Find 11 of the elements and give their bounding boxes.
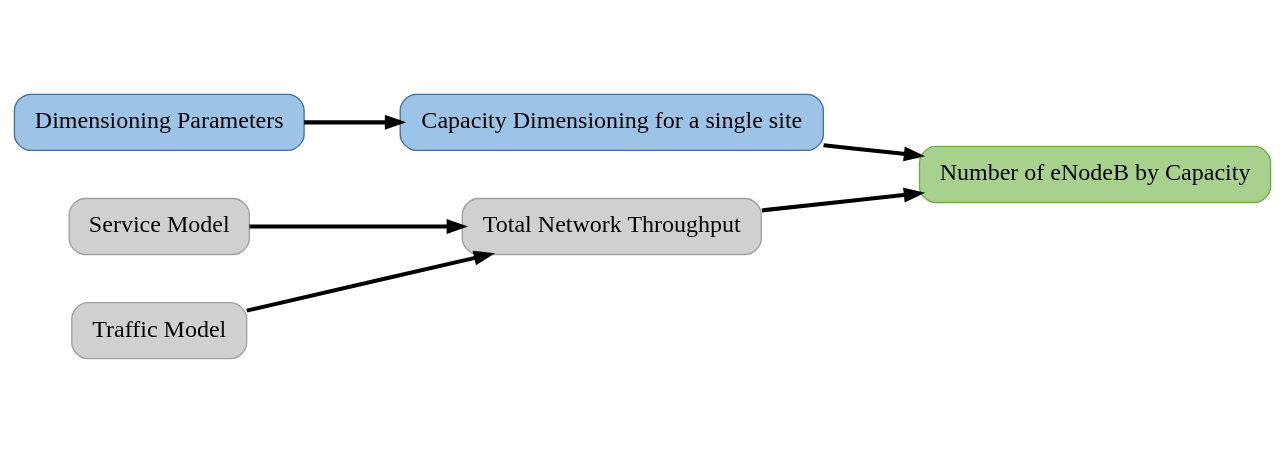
arrow — [304, 114, 407, 130]
node-box: Traffic Model — [71, 301, 248, 359]
arrow — [249, 218, 469, 234]
node-box: Number of eNodeB by Capacity — [918, 145, 1272, 203]
arrow — [246, 250, 496, 313]
arrow — [761, 187, 926, 212]
node-box: Total Network Throughput — [461, 197, 762, 255]
node-box: Dimensioning Parameters — [13, 93, 305, 151]
arrow — [823, 142, 926, 161]
node-box: Service Model — [68, 197, 251, 255]
node-box: Capacity Dimensioning for a single site — [399, 93, 825, 151]
